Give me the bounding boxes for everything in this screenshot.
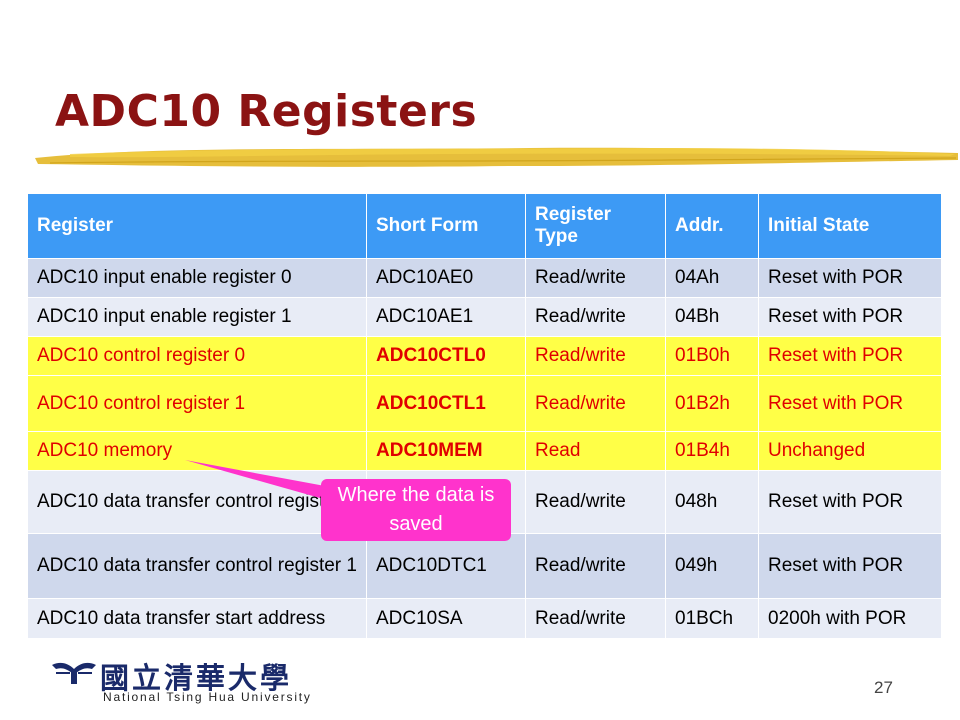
cell-register: ADC10 memory <box>27 431 367 471</box>
cell-addr: 04Bh <box>665 297 759 337</box>
cell-register: ADC10 input enable register 0 <box>27 258 367 298</box>
cell-initial: Reset with POR <box>758 533 942 599</box>
cell-addr: 01B0h <box>665 336 759 376</box>
cell-short-form: ADC10AE0 <box>366 258 526 298</box>
table-header-row: Register Short Form Register Type Addr. … <box>27 193 942 259</box>
cell-type: Read/write <box>525 258 666 298</box>
cell-type: Read/write <box>525 598 666 639</box>
cell-addr: 01B2h <box>665 375 759 432</box>
cell-register: ADC10 control register 0 <box>27 336 367 376</box>
cell-register: ADC10 control register 1 <box>27 375 367 432</box>
cell-short-form: ADC10AE1 <box>366 297 526 337</box>
cell-short-form: ADC10DTC1 <box>366 533 526 599</box>
header-register: Register <box>27 193 367 259</box>
header-initial-state: Initial State <box>758 193 942 259</box>
header-addr: Addr. <box>665 193 759 259</box>
cell-short-form: ADC10SA <box>366 598 526 639</box>
table-row: ADC10 data transfer start address ADC10S… <box>27 598 942 639</box>
register-table: Register Short Form Register Type Addr. … <box>27 193 942 639</box>
header-short-form: Short Form <box>366 193 526 259</box>
cell-type: Read/write <box>525 533 666 599</box>
cell-addr: 04Ah <box>665 258 759 298</box>
cell-initial: 0200h with POR <box>758 598 942 639</box>
table-row: ADC10 input enable register 1 ADC10AE1 R… <box>27 297 942 337</box>
cell-type: Read/write <box>525 470 666 534</box>
cell-initial: Unchanged <box>758 431 942 471</box>
university-emblem-icon <box>52 662 96 684</box>
cell-type: Read/write <box>525 336 666 376</box>
cell-type: Read/write <box>525 375 666 432</box>
callout-box: Where the data is saved <box>321 479 511 541</box>
slide-title: ADC10 Registers <box>55 86 478 137</box>
cell-type: Read/write <box>525 297 666 337</box>
university-name-chinese: 國立清華大學 <box>100 661 293 695</box>
callout-pointer <box>185 460 325 498</box>
table-row-highlighted: ADC10 control register 0 ADC10CTL0 Read/… <box>27 336 942 376</box>
cell-register: ADC10 data transfer control register 1 <box>27 533 367 599</box>
title-underline-brush <box>35 147 958 167</box>
cell-type: Read <box>525 431 666 471</box>
cell-register: ADC10 input enable register 1 <box>27 297 367 337</box>
cell-short-form: ADC10CTL1 <box>366 375 526 432</box>
table-row: ADC10 input enable register 0 ADC10AE0 R… <box>27 258 942 298</box>
cell-short-form: ADC10MEM <box>366 431 526 471</box>
table-row-highlighted: ADC10 memory ADC10MEM Read 01B4h Unchang… <box>27 431 942 471</box>
page-number: 27 <box>874 678 893 697</box>
cell-short-form: ADC10CTL0 <box>366 336 526 376</box>
cell-addr: 048h <box>665 470 759 534</box>
table-row: ADC10 data transfer control register 1 A… <box>27 533 942 599</box>
table-row-highlighted: ADC10 control register 1 ADC10CTL1 Read/… <box>27 375 942 432</box>
cell-addr: 049h <box>665 533 759 599</box>
header-register-type: Register Type <box>525 193 666 259</box>
cell-initial: Reset with POR <box>758 470 942 534</box>
university-name-english: National Tsing Hua University <box>103 690 312 704</box>
cell-initial: Reset with POR <box>758 375 942 432</box>
cell-initial: Reset with POR <box>758 336 942 376</box>
cell-register: ADC10 data transfer start address <box>27 598 367 639</box>
cell-addr: 01BCh <box>665 598 759 639</box>
cell-initial: Reset with POR <box>758 258 942 298</box>
cell-addr: 01B4h <box>665 431 759 471</box>
cell-initial: Reset with POR <box>758 297 942 337</box>
